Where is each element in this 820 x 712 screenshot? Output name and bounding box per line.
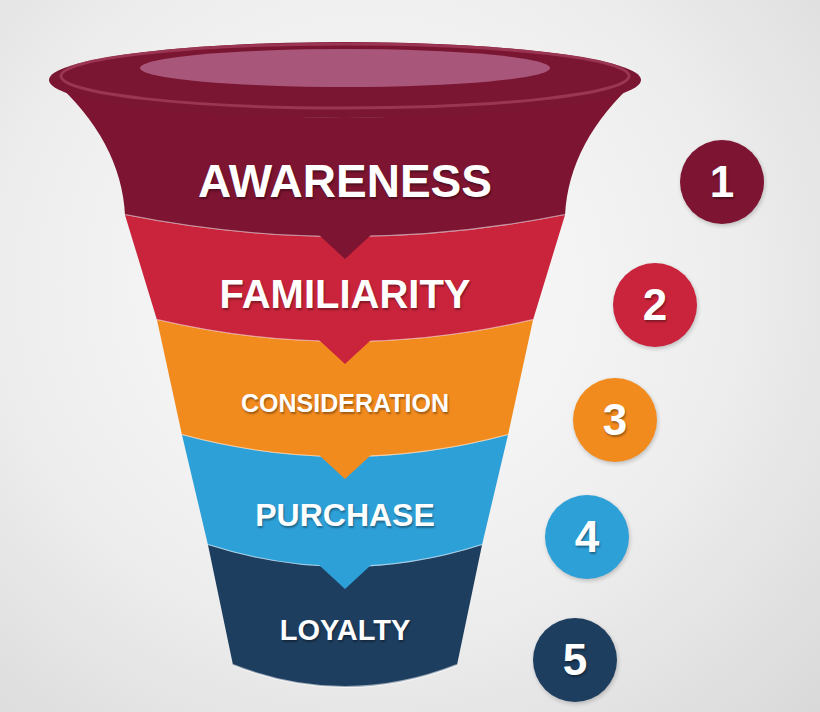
rim-edge (61, 44, 629, 108)
step-number: 5 (563, 636, 587, 684)
chevron-arrow (319, 437, 371, 479)
band-fill (208, 545, 482, 687)
chevron-arrow (319, 217, 371, 259)
chevron-arrow (319, 322, 371, 364)
node-label: LOYALTY (280, 615, 411, 647)
band-separator (233, 665, 457, 687)
step-number: 3 (603, 396, 627, 444)
rim-opening (140, 49, 550, 87)
chevron-arrow (319, 547, 371, 589)
step-number-circle: 4 (545, 495, 629, 579)
step-number-circle: 2 (613, 263, 697, 347)
step-number: 1 (710, 158, 734, 206)
node-label: PURCHASE (255, 498, 435, 533)
step-number-circle: 5 (533, 618, 617, 702)
band-fill (53, 80, 637, 237)
step-number-circle: 1 (680, 140, 764, 224)
node-label: FAMILIARITY (219, 272, 470, 316)
node-label: AWARENESS (198, 156, 492, 207)
step-number-circle: 3 (573, 378, 657, 462)
node-label: CONSIDERATION (241, 390, 449, 418)
rim-outer (49, 42, 641, 118)
band-fill (157, 320, 533, 457)
step-number: 2 (643, 281, 667, 329)
step-number: 4 (575, 513, 599, 561)
